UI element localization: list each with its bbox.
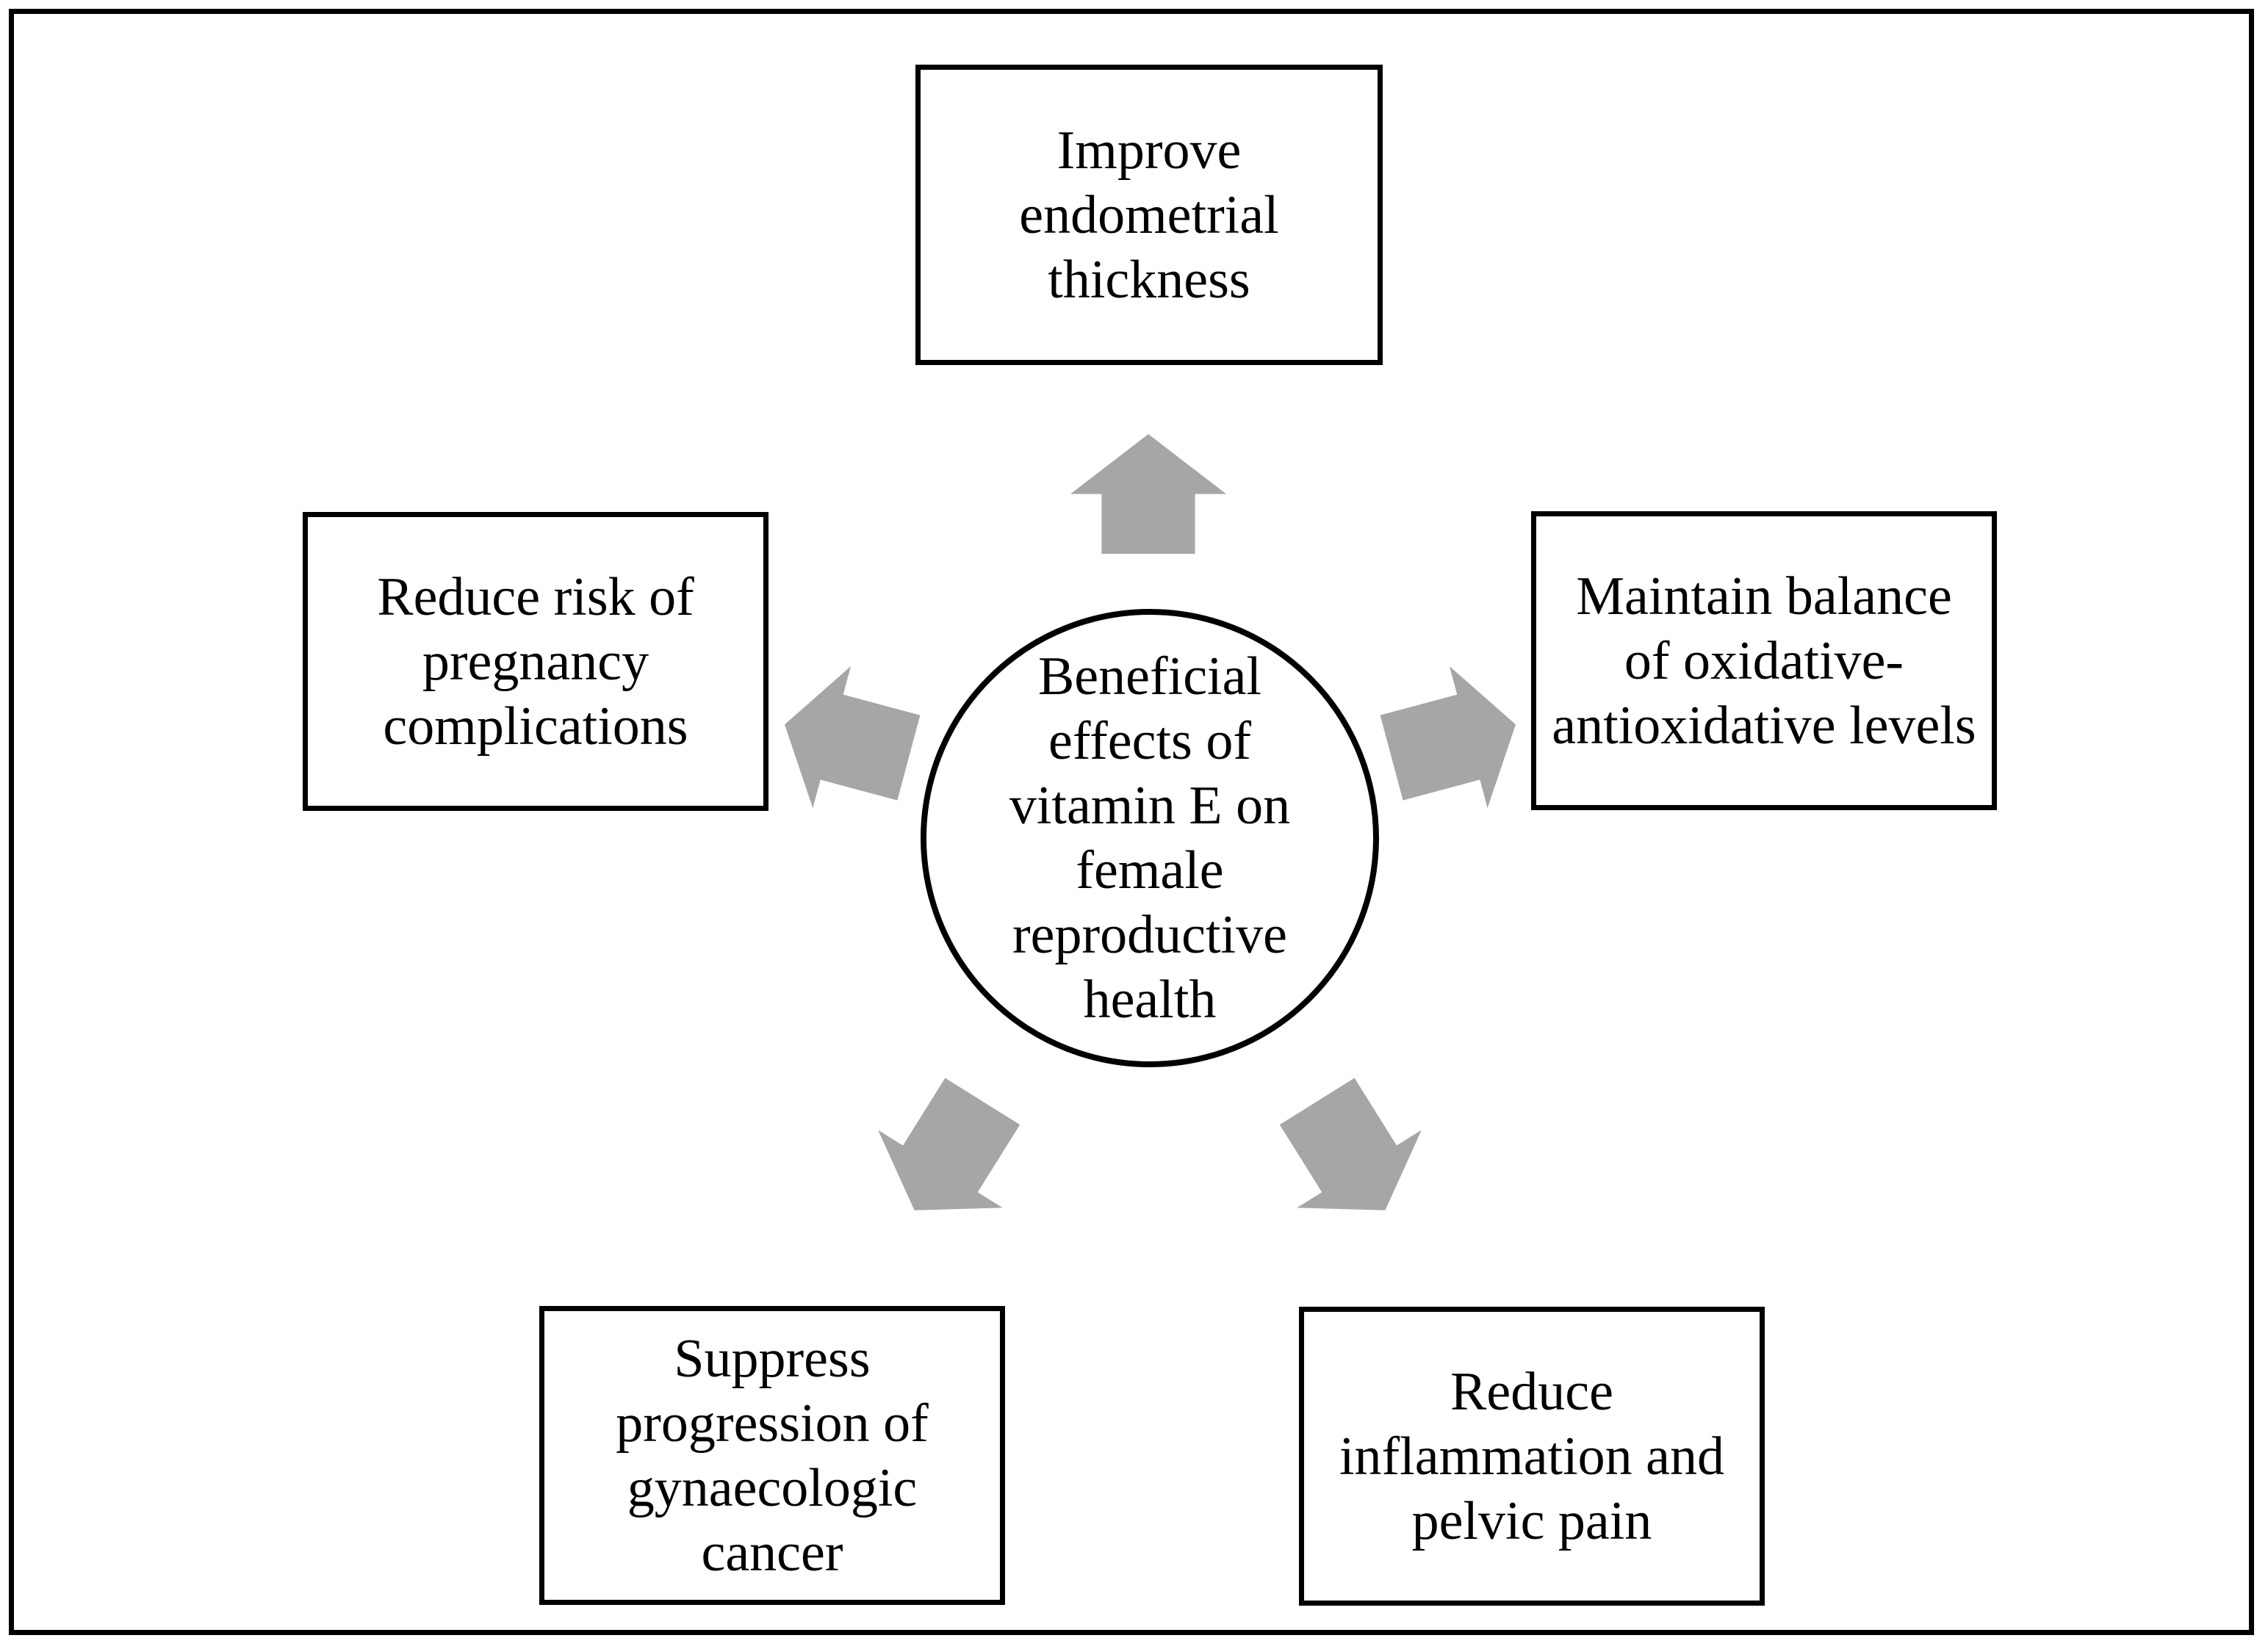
node-maintain-oxidative-balance: Maintain balance of oxidative- antioxida… (1531, 511, 1997, 810)
node-label: Improve endometrial thickness (1019, 120, 1279, 310)
node-label: Reduce inflammation and pelvic pain (1339, 1361, 1725, 1551)
node-reduce-pregnancy-complications: Reduce risk of pregnancy complications (303, 512, 768, 811)
arrow-down-right-icon (1255, 1062, 1447, 1249)
node-label: Reduce risk of pregnancy complications (377, 566, 694, 757)
node-improve-endometrial-thickness: Improve endometrial thickness (915, 65, 1383, 365)
arrow-down-left-icon (852, 1062, 1045, 1249)
arrow-right-icon (1372, 654, 1535, 829)
node-reduce-inflammation-pelvic-pain: Reduce inflammation and pelvic pain (1299, 1307, 1765, 1606)
node-suppress-gynaecologic-cancer: Suppress progression of gynaecologic can… (539, 1306, 1005, 1605)
arrow-left-icon (766, 654, 928, 829)
diagram-canvas: Improve endometrial thickness Reduce ris… (9, 9, 2254, 1635)
node-label: Maintain balance of oxidative- antioxida… (1552, 566, 1976, 756)
center-circle-label: Beneficial effects of vitamin E on femal… (1009, 646, 1291, 1030)
center-circle-vitamin-e-benefits: Beneficial effects of vitamin E on femal… (921, 609, 1379, 1067)
node-label: Suppress progression of gynaecologic can… (616, 1328, 929, 1583)
arrow-up-icon (1070, 434, 1226, 554)
